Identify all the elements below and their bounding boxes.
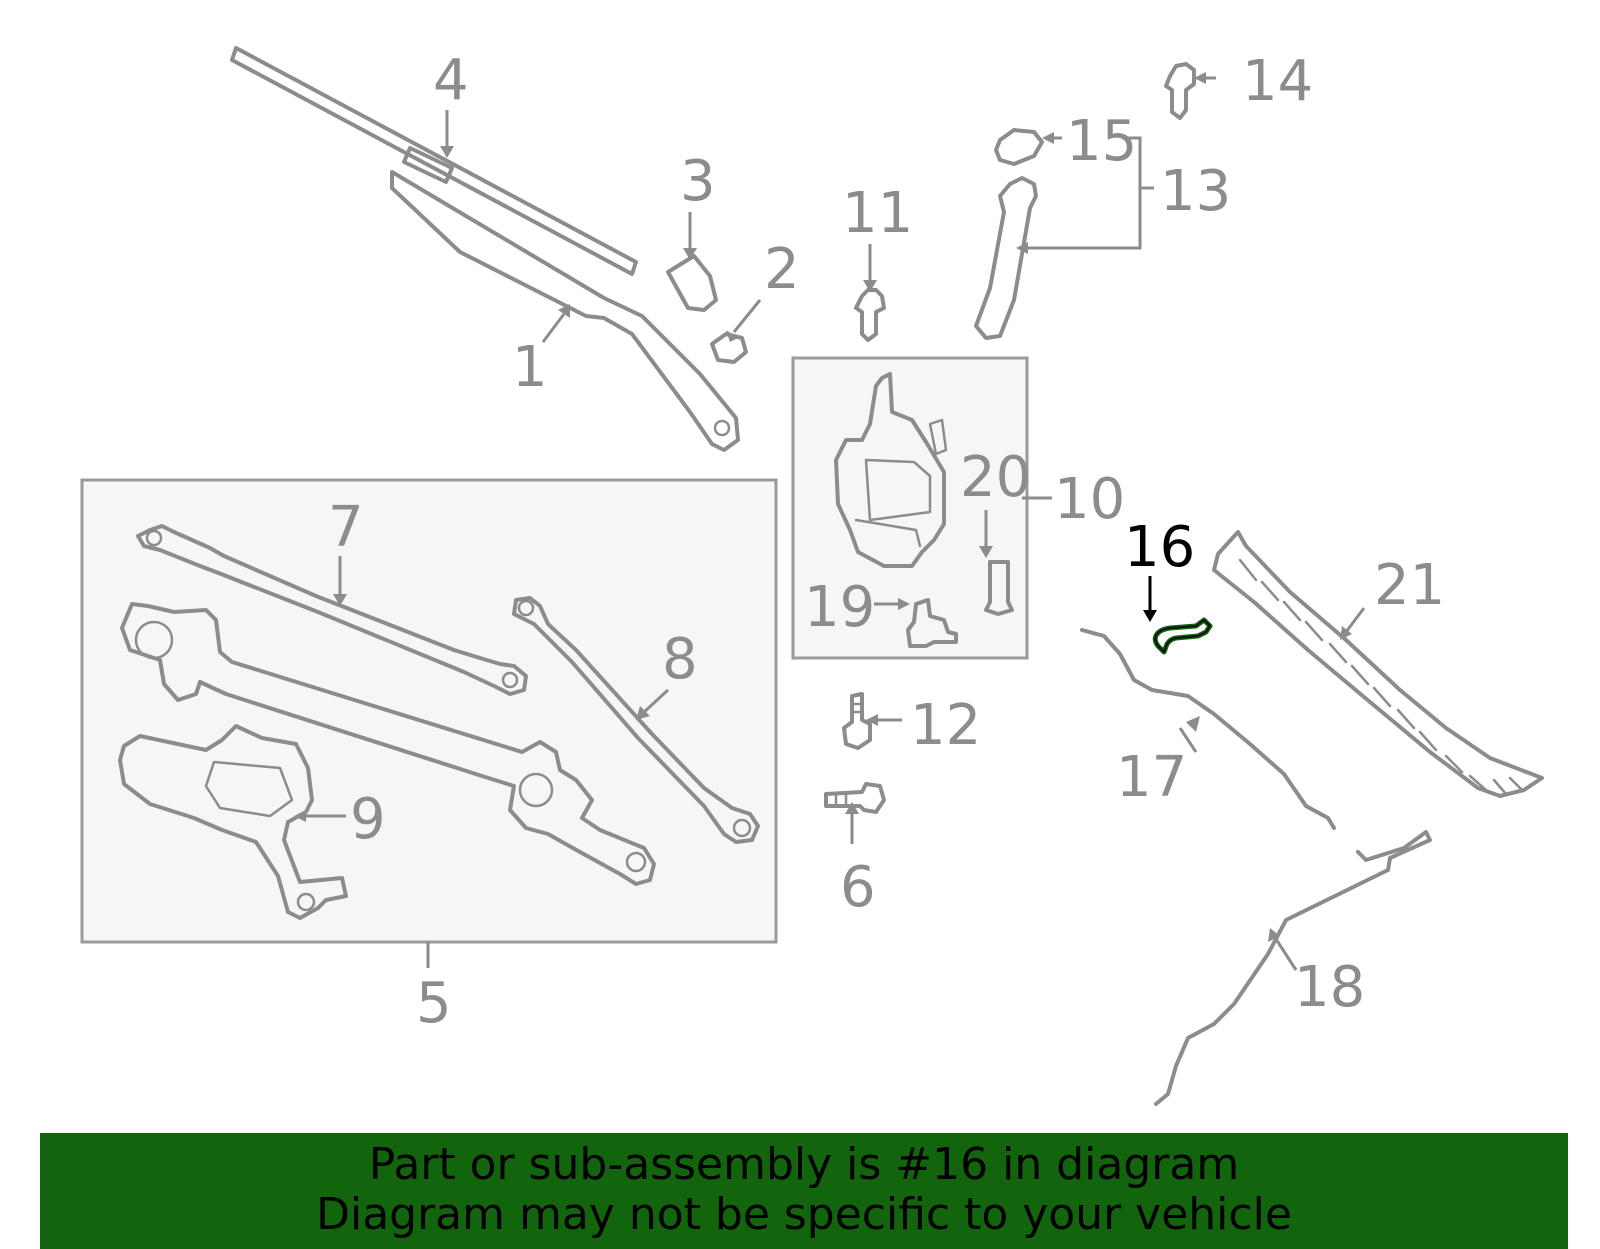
washer-reservoir-part[interactable] bbox=[834, 372, 948, 568]
assembly-box-5 bbox=[80, 478, 778, 944]
callout-12[interactable]: 12 bbox=[910, 693, 981, 758]
callout-4[interactable]: 4 bbox=[433, 48, 469, 113]
arm-cap-part[interactable] bbox=[666, 254, 718, 312]
callout-15[interactable]: 15 bbox=[1066, 109, 1137, 174]
callout-3[interactable]: 3 bbox=[680, 149, 716, 214]
clip-part-11[interactable] bbox=[854, 288, 886, 342]
callout-6[interactable]: 6 bbox=[840, 855, 876, 920]
callout-14[interactable]: 14 bbox=[1242, 49, 1313, 114]
callout-20[interactable]: 20 bbox=[960, 445, 1031, 510]
bolt-part-6[interactable] bbox=[824, 782, 886, 814]
hose-part-17[interactable] bbox=[1080, 628, 1336, 830]
callout-8[interactable]: 8 bbox=[662, 627, 698, 692]
callout-11[interactable]: 11 bbox=[842, 181, 913, 246]
washer-pump-part[interactable] bbox=[906, 598, 958, 648]
elbow-hose-part-16[interactable] bbox=[1152, 617, 1213, 655]
callout-21[interactable]: 21 bbox=[1374, 553, 1445, 618]
callout-16[interactable]: 16 bbox=[1124, 515, 1195, 580]
callout-1[interactable]: 1 bbox=[512, 335, 548, 400]
callout-2[interactable]: 2 bbox=[764, 237, 800, 302]
cowl-seal-part[interactable] bbox=[1212, 530, 1544, 798]
washer-nozzle-assembly-part[interactable] bbox=[974, 128, 1044, 340]
linkage-rod-part-8[interactable] bbox=[512, 596, 760, 844]
arm-nut-part[interactable] bbox=[710, 332, 748, 364]
info-banner: Part or sub-assembly is #16 in diagram D… bbox=[40, 1133, 1568, 1249]
callout-18[interactable]: 18 bbox=[1294, 955, 1365, 1020]
bolt-part-12[interactable] bbox=[842, 692, 872, 750]
banner-line-1: Part or sub-assembly is #16 in diagram bbox=[368, 1139, 1240, 1190]
linkage-pivot-part[interactable] bbox=[120, 602, 656, 886]
callout-7[interactable]: 7 bbox=[328, 495, 364, 560]
callout-17[interactable]: 17 bbox=[1116, 745, 1187, 810]
banner-line-2: Diagram may not be specific to your vehi… bbox=[316, 1189, 1292, 1240]
wiper-arm-part[interactable] bbox=[390, 170, 740, 452]
callout-9[interactable]: 9 bbox=[350, 787, 386, 852]
hose-part-18[interactable] bbox=[1154, 830, 1432, 1106]
callout-19[interactable]: 19 bbox=[804, 575, 875, 640]
callout-10[interactable]: 10 bbox=[1054, 467, 1125, 532]
grommet-part[interactable] bbox=[984, 560, 1014, 616]
wiper-blade-part[interactable] bbox=[230, 46, 638, 276]
callout-5[interactable]: 5 bbox=[416, 971, 452, 1036]
callout-13[interactable]: 13 bbox=[1160, 159, 1231, 224]
wiper-motor-part[interactable] bbox=[118, 724, 348, 920]
clip-part-14[interactable] bbox=[1164, 62, 1196, 120]
linkage-rod-part-7[interactable] bbox=[136, 524, 528, 696]
